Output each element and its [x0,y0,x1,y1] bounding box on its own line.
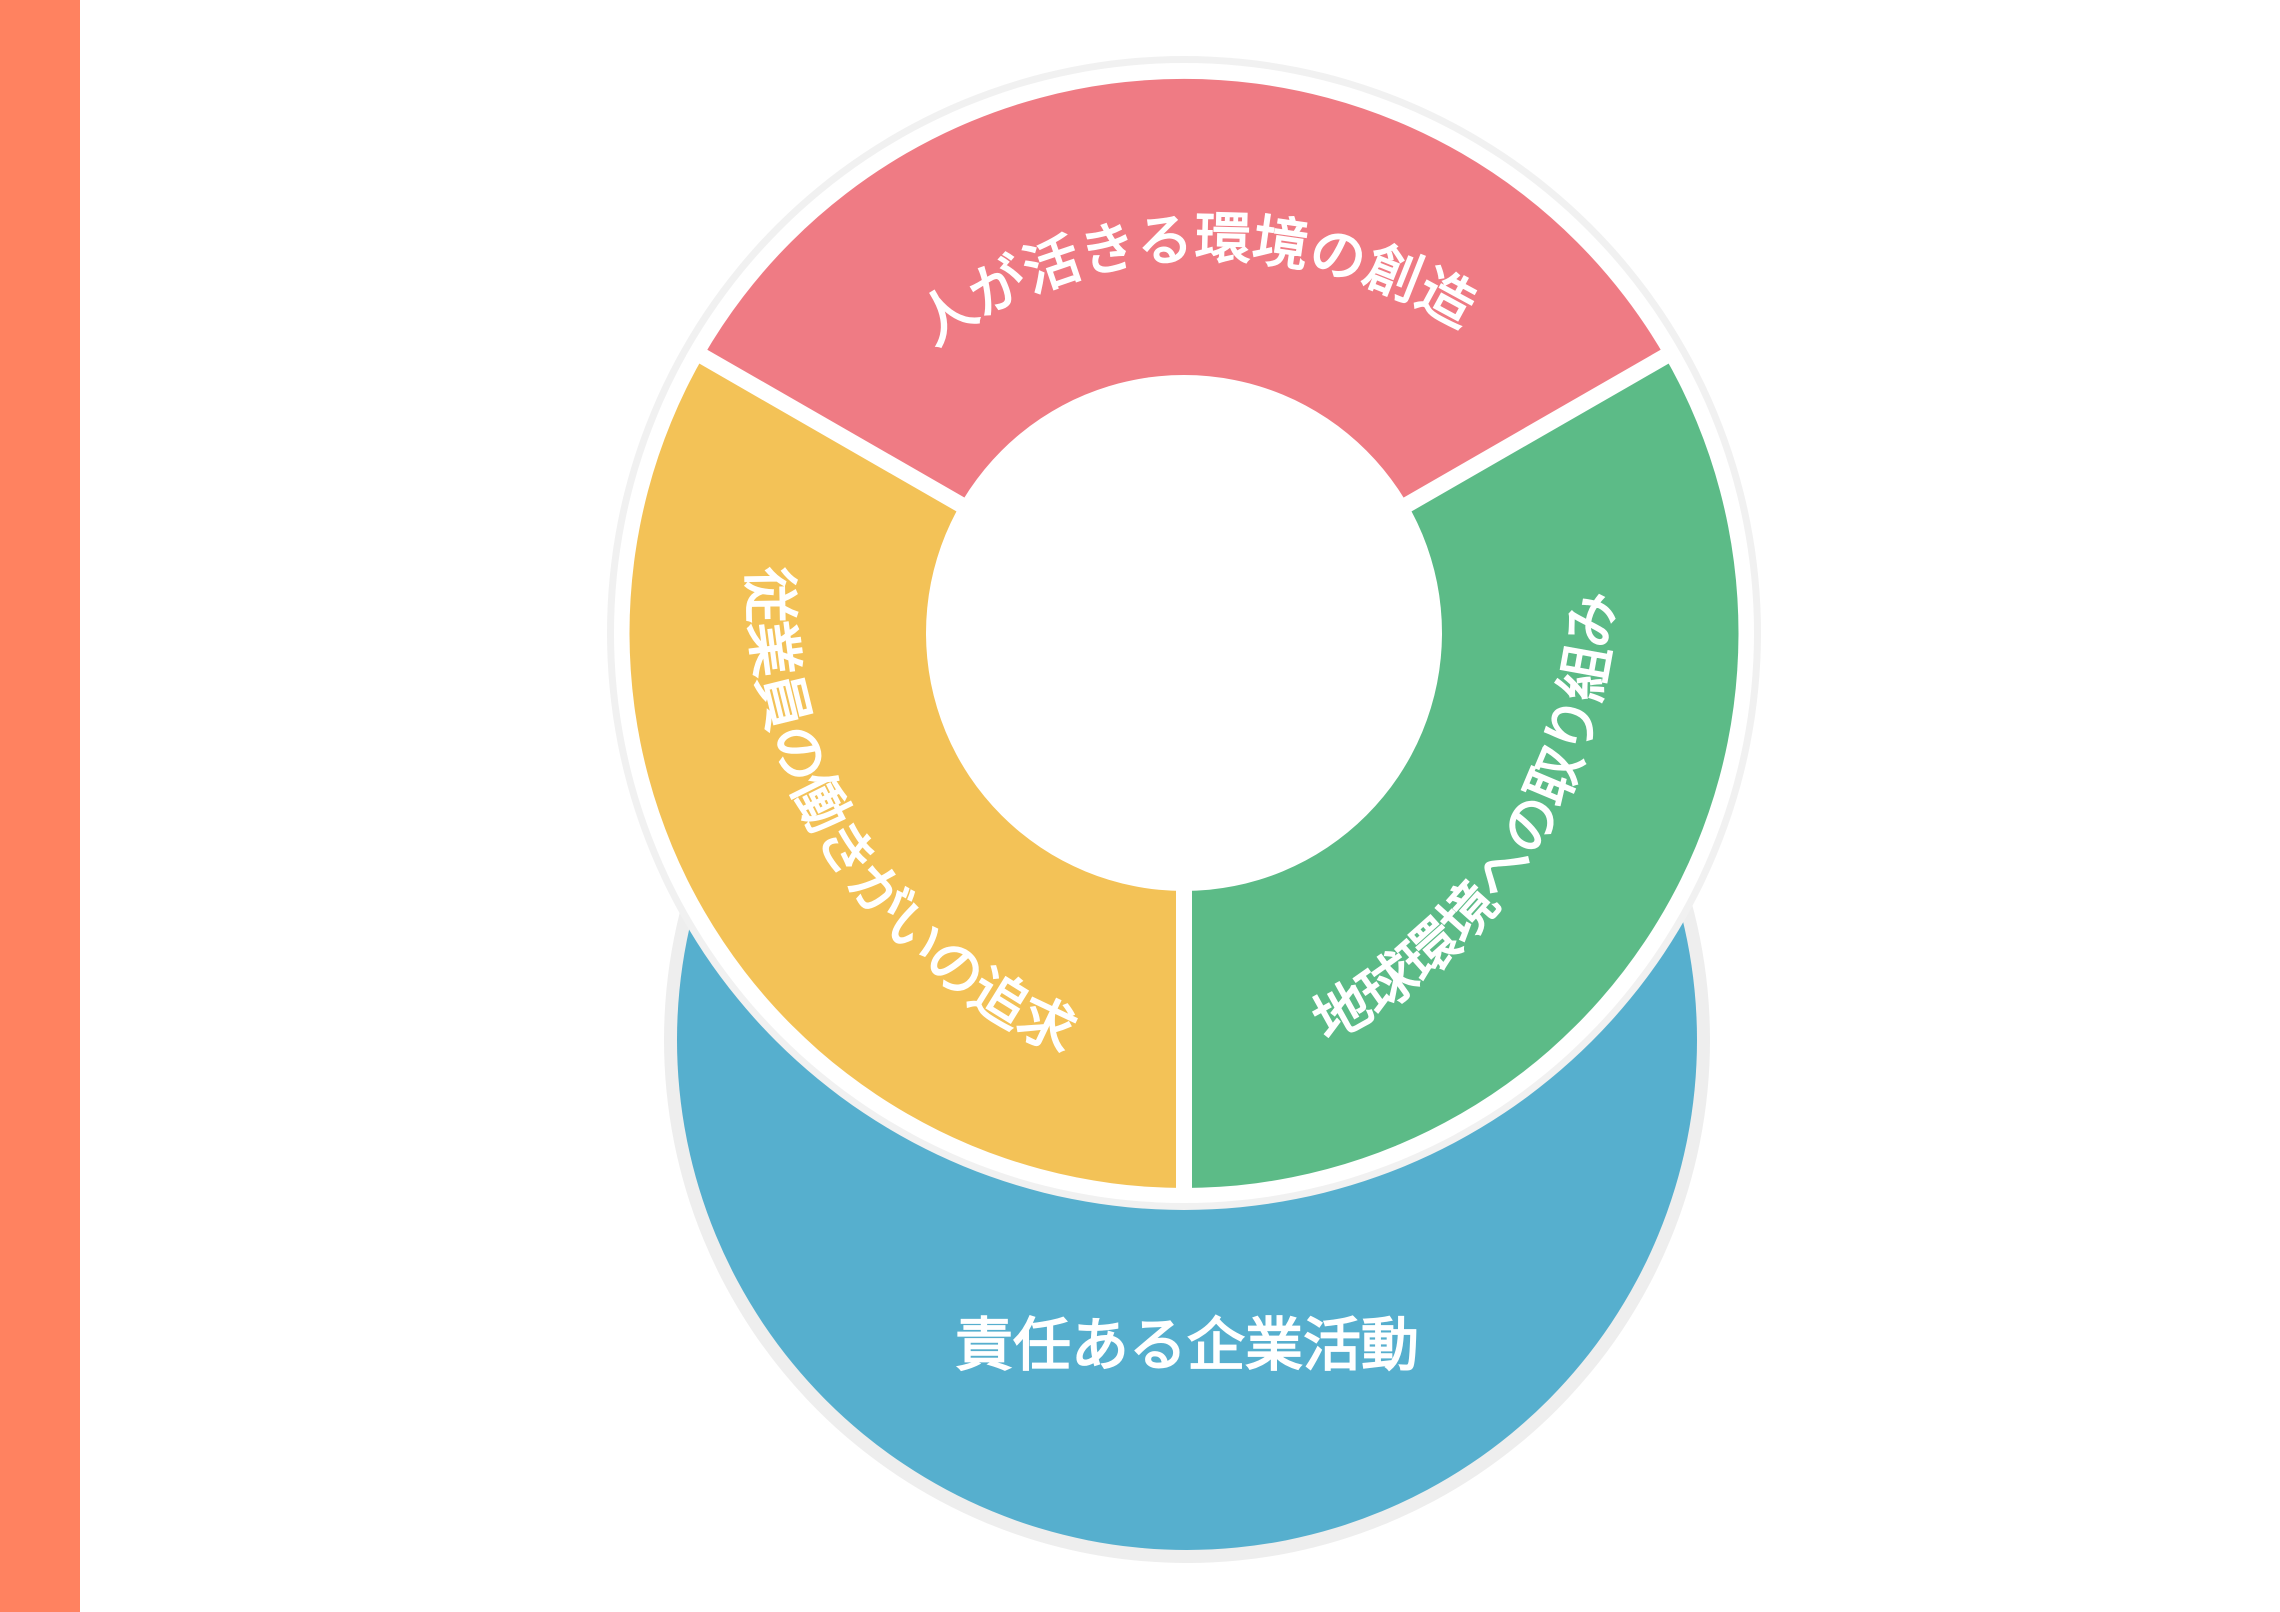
base-label: 責任ある企業活動 [955,1311,1419,1379]
ring-hole [926,375,1442,891]
accent-side-bar [0,0,80,1612]
